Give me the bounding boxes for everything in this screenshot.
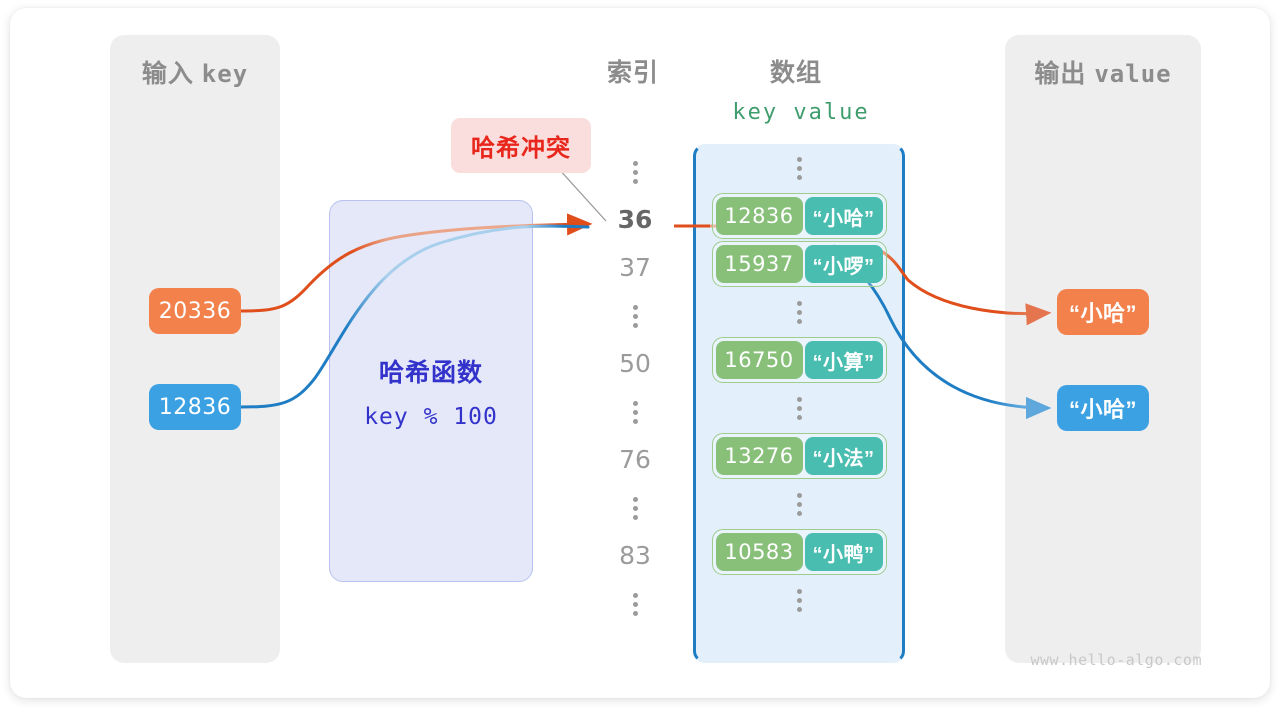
index-label-83: 83 [619,541,651,570]
ellipsis-dot [632,160,638,166]
entry-value: “小算” [804,341,883,379]
index-label-76: 76 [619,445,651,474]
output-value-2: “小哈” [1057,385,1149,431]
ellipsis-dot [796,300,802,306]
ellipsis-dot [796,492,802,498]
index-ellipsis-icon [602,484,668,532]
array-ellipsis-slot [693,288,905,336]
array-ellipsis-icon [796,480,802,528]
array-ellipsis-icon [796,384,802,432]
key-value-heading: key value [732,100,870,125]
ellipsis-dot [632,592,638,598]
watermark: www.hello-algo.com [1030,651,1202,669]
index-label-37: 37 [619,253,651,282]
diagram-card: 输入 key 输出 value 索引 数组 key value 哈希函数 key… [10,8,1270,698]
output-panel: 输出 value [1005,35,1201,663]
index-label-50: 50 [619,349,651,378]
ellipsis-dot [796,174,802,180]
index-label-36: 36 [617,205,653,234]
index-column-heading: 索引 [607,59,660,87]
collision-badge: 哈希冲突 [451,118,591,173]
ellipsis-dot [632,169,638,175]
output-panel-title-cn: 输出 [1034,60,1087,88]
array-ellipsis-icon [796,576,802,624]
key-value-pair: 16750“小算” [711,337,887,383]
ellipsis-dot [796,510,802,516]
input-panel-title: 输入 key [110,54,280,90]
index-ellipsis-icon [602,148,668,196]
entry-key: 15937 [715,245,803,283]
entry-key: 13276 [715,437,803,475]
entry-key: 16750 [715,341,803,379]
input-panel-title-cn: 输入 [141,60,194,88]
array-entry: 10583“小鸭” [693,528,905,576]
ellipsis-dot [796,588,802,594]
array-ellipsis-icon [796,288,802,336]
index-ellipsis-icon [602,580,668,628]
entry-key: 12836 [715,197,803,235]
array-ellipsis-slot [693,144,905,192]
ellipsis-dot [632,409,638,415]
ellipsis-dot [796,501,802,507]
output-value-1: “小哈” [1057,289,1149,335]
output-panel-title-code: value [1094,60,1172,88]
array-ellipsis-slot [693,576,905,624]
array-ellipsis-icon [796,144,802,192]
key-value-pair: 15937“小啰” [711,241,887,287]
ellipsis-dot [796,165,802,171]
array-entry: 12836“小哈” [693,192,905,240]
array-entry: 16750“小算” [693,336,905,384]
ellipsis-dot [796,597,802,603]
index-ellipsis-icon [602,292,668,340]
key-value-pair: 13276“小法” [711,433,887,479]
ellipsis-dot [632,601,638,607]
ellipsis-dot [796,606,802,612]
ellipsis-dot [632,610,638,616]
ellipsis-dot [796,414,802,420]
hash-function-box: 哈希函数 key % 100 [329,200,533,582]
index-column: 36 37 50 76 83 [602,148,668,628]
entry-value: “小哈” [804,197,883,235]
key-value-pair: 10583“小鸭” [711,529,887,575]
array-entry: 13276“小法” [693,432,905,480]
ellipsis-dot [632,418,638,424]
entry-value: “小法” [804,437,883,475]
input-panel: 输入 key [110,35,280,663]
ellipsis-dot [632,514,638,520]
ellipsis-dot [632,496,638,502]
hash-function-title: 哈希函数 [378,359,483,387]
input-panel-title-code: key [201,60,249,88]
ellipsis-dot [796,309,802,315]
ellipsis-dot [632,505,638,511]
array-ellipsis-slot [693,384,905,432]
ellipsis-dot [796,156,802,162]
key-value-pair: 12836“小哈” [711,193,887,239]
entry-value: “小鸭” [804,533,883,571]
ellipsis-dot [632,322,638,328]
input-key-2: 12836 [149,384,241,430]
input-key-1: 20336 [149,288,241,334]
array-column-heading: 数组 [770,59,823,87]
index-ellipsis-icon [602,388,668,436]
array-ellipsis-slot [693,480,905,528]
ellipsis-dot [632,313,638,319]
output-panel-title: 输出 value [1005,54,1201,90]
collision-leader-line [557,167,607,222]
ellipsis-dot [632,304,638,310]
array-slot-column: 12836“小哈”15937“小啰”16750“小算”13276“小法”1058… [693,144,905,624]
ellipsis-dot [632,178,638,184]
ellipsis-dot [796,396,802,402]
entry-key: 10583 [715,533,803,571]
entry-value: “小啰” [804,245,883,283]
hash-function-expression: key % 100 [364,404,498,430]
array-entry: 15937“小啰” [693,240,905,288]
ellipsis-dot [796,318,802,324]
ellipsis-dot [632,400,638,406]
ellipsis-dot [796,405,802,411]
